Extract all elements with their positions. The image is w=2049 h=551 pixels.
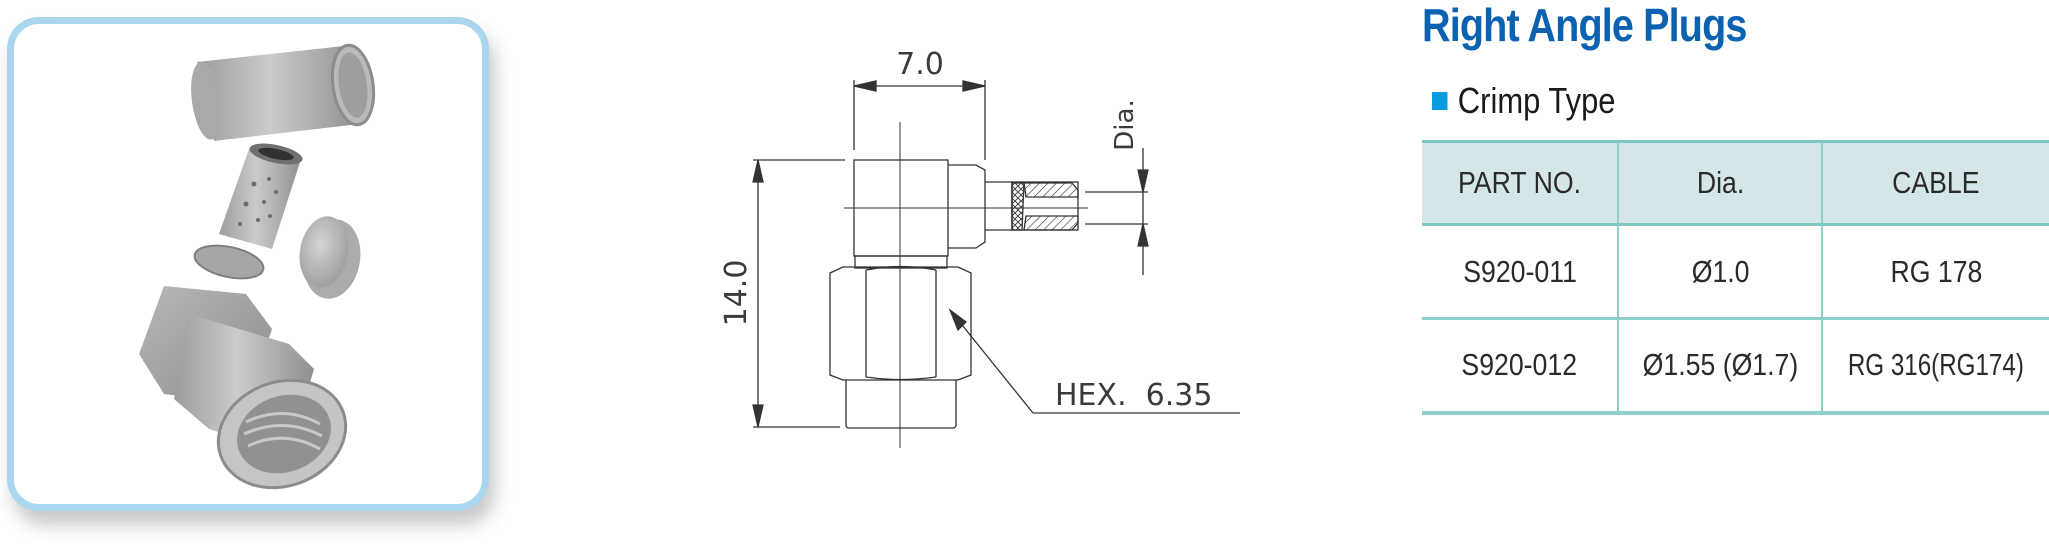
cell-part-no: S920-011 (1462, 253, 1577, 289)
header-cable: CABLE (1821, 141, 2049, 225)
dim-dia-label: Dia. (1110, 99, 1140, 150)
table-row: S920-012 Ø1.55 (Ø1.7) RG 316(RG174) (1422, 318, 2049, 413)
section-subtitle: Crimp Type (1432, 80, 1616, 122)
cell-cable: RG 316(RG174) (1821, 318, 2049, 413)
dim-hex-label: HEX. 6.35 (1055, 378, 1212, 413)
plug-body-icon (139, 286, 348, 490)
cell-part-no: S920-012 (1461, 347, 1578, 383)
cell-cable: RG 178 (1821, 224, 2049, 319)
technical-drawing: 7.0 14.0 Dia. HEX. 6.35 (700, 30, 1240, 450)
page-title: Right Angle Plugs (1422, 0, 1747, 51)
cell-dia: Ø1.55 (Ø1.7) (1617, 318, 1823, 413)
crimp-barrel-icon (219, 143, 303, 249)
square-bullet-icon (1432, 92, 1448, 110)
table-row: S920-011 Ø1.0 RG 178 (1422, 224, 2049, 319)
product-photo-frame (7, 17, 489, 511)
dim-height-label: 14.0 (719, 260, 754, 327)
dim-width-label: 7.0 (896, 47, 944, 82)
product-photo (139, 43, 376, 490)
header-dia: Dia. (1617, 141, 1823, 225)
header-part-no: PART NO. (1458, 165, 1582, 200)
ferrule-icon (191, 43, 376, 141)
subtitle-text: Crimp Type (1457, 80, 1616, 121)
dust-cap-icon (299, 216, 361, 299)
cell-dia: Ø1.0 (1617, 224, 1823, 319)
spec-table: PART NO. Dia. CABLE S920-011 Ø1.0 RG 178… (1422, 140, 2049, 415)
table-header-row: PART NO. Dia. CABLE (1422, 141, 2049, 225)
